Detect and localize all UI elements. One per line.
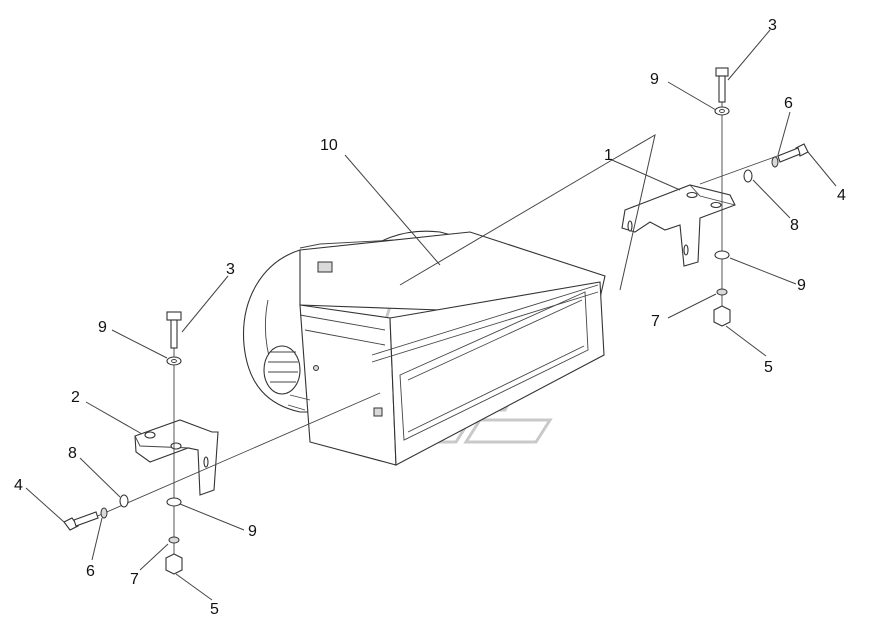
heater-unit-body [242, 230, 606, 466]
bracket-left [134, 419, 219, 496]
callout-4-right: 4 [837, 187, 846, 204]
callout-8-left: 8 [68, 445, 77, 462]
callout-9-right-top: 9 [650, 71, 659, 88]
callout-5-right: 5 [764, 359, 773, 376]
callout-7-right: 7 [651, 313, 660, 330]
callout-6-left: 6 [86, 563, 95, 580]
callout-8-right: 8 [790, 217, 799, 234]
callout-6-right: 6 [784, 95, 793, 112]
bracket-right [621, 184, 736, 267]
fasteners-left [63, 311, 381, 575]
callout-3-right: 3 [768, 17, 777, 34]
callout-10: 10 [320, 137, 338, 154]
leader-lines [25, 29, 837, 601]
callout-9-left-top: 9 [98, 319, 107, 336]
callout-3-left: 3 [226, 261, 235, 278]
callout-labels: 1 10 3 9 6 4 8 9 7 5 3 9 2 8 4 6 7 9 5 [14, 17, 846, 618]
callout-4-left: 4 [14, 477, 23, 494]
callout-2-left: 2 [71, 389, 80, 406]
callout-5-left: 5 [210, 601, 219, 618]
callout-9-left-bottom: 9 [248, 523, 257, 540]
callout-9-right-bottom: 9 [797, 277, 806, 294]
callout-7-left: 7 [130, 571, 139, 588]
callout-1: 1 [604, 147, 613, 164]
fasteners-right [699, 67, 809, 327]
